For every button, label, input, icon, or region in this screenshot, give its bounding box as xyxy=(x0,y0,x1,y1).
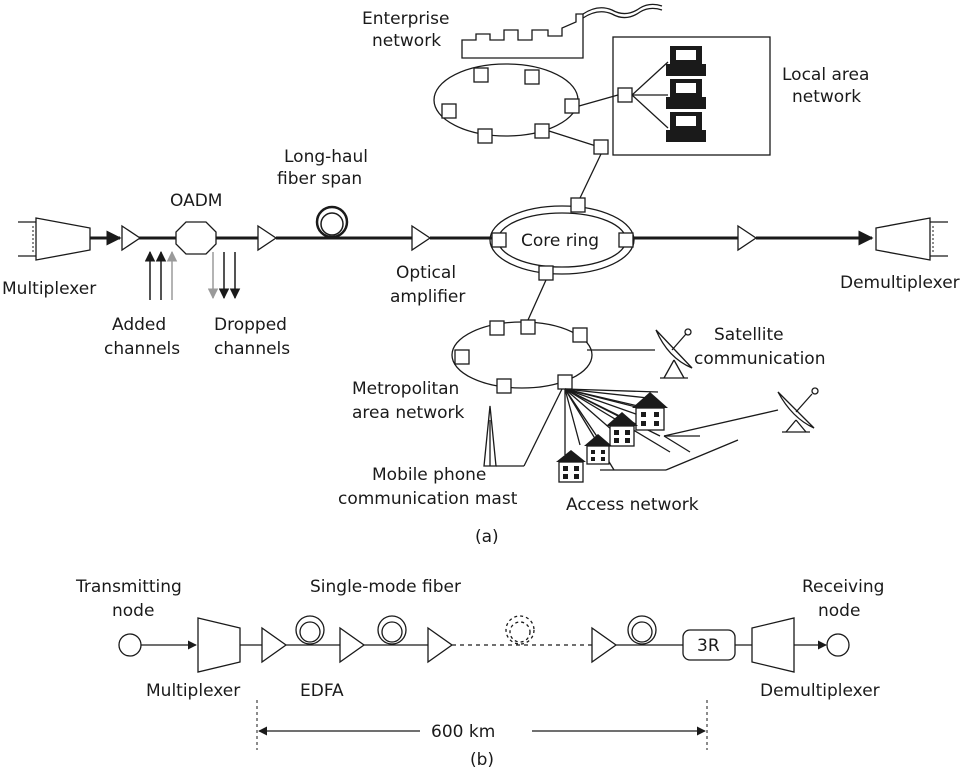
house-icon xyxy=(632,392,668,431)
single-mode-fiber-label: Single-mode fiber xyxy=(310,577,461,597)
caption-a: (a) xyxy=(475,527,499,547)
fiber-coil-icon xyxy=(315,205,349,239)
enterprise-node xyxy=(524,69,540,85)
house-icon xyxy=(556,450,586,483)
metro-node xyxy=(496,378,512,394)
computer-icon xyxy=(666,79,706,109)
fiber-coil-icon xyxy=(627,615,657,645)
core-ring-node xyxy=(491,232,507,248)
edfa-label: EDFA xyxy=(300,681,344,701)
enterprise-node xyxy=(477,128,493,144)
transmitting-node-circle xyxy=(118,633,142,657)
enterprise-node xyxy=(441,103,457,119)
multiplexer-b-label: Multiplexer xyxy=(146,681,240,701)
metro-node xyxy=(572,327,588,343)
fiber-coil-icon xyxy=(377,615,407,645)
caption-b: (b) xyxy=(470,750,494,770)
oadm-icon xyxy=(175,221,217,255)
amplifier-icon xyxy=(257,224,278,252)
demultiplexer-b-icon xyxy=(751,617,795,673)
metro-node xyxy=(557,374,573,390)
metro-node xyxy=(489,320,505,336)
edfa-amplifier-icon xyxy=(339,626,366,664)
receiving-node-circle xyxy=(826,633,850,657)
fiber-coil-icon xyxy=(295,615,325,645)
demultiplexer-label: Demultiplexer xyxy=(840,273,960,293)
distance-label: 600 km xyxy=(431,722,495,742)
mobile-mast-icon xyxy=(483,388,563,467)
core-ring-node xyxy=(538,265,554,281)
enterprise-node xyxy=(534,123,550,139)
demultiplexer-b-label: Demultiplexer xyxy=(760,681,880,701)
amplifier-icon xyxy=(121,224,142,252)
edfa-amplifier-icon xyxy=(591,626,618,664)
core-ring-label: Core ring xyxy=(521,231,599,251)
multiplexer-label: Multiplexer xyxy=(2,279,96,299)
satellite-dish-icon xyxy=(655,328,693,379)
metro-node xyxy=(454,349,470,365)
edfa-amplifier-icon xyxy=(427,626,454,664)
multiplexer-icon xyxy=(18,217,91,261)
satellite-dish-icon xyxy=(777,387,819,433)
enterprise-gateway-node xyxy=(593,139,609,155)
optical-amplifier-icon xyxy=(411,224,432,252)
amplifier-icon xyxy=(737,224,758,252)
enterprise-node xyxy=(564,98,580,114)
house-icon xyxy=(606,412,638,447)
demultiplexer-icon xyxy=(875,217,948,261)
enterprise-ring xyxy=(433,63,579,137)
multiplexer-b-icon xyxy=(197,617,241,673)
house-icon xyxy=(584,434,612,465)
enterprise-node xyxy=(473,67,489,83)
enterprise-factory-icon xyxy=(461,3,663,59)
computer-icon xyxy=(666,112,706,142)
core-ring-node xyxy=(618,232,634,248)
computer-icon xyxy=(666,46,706,76)
regenerator-3r-label: 3R xyxy=(697,636,720,656)
oadm-label: OADM xyxy=(170,191,222,211)
core-ring-node xyxy=(570,197,586,213)
core-ring-outer xyxy=(489,205,635,275)
access-network-label: Access network xyxy=(566,495,699,515)
edfa-amplifier-icon xyxy=(261,626,288,664)
metro-node xyxy=(520,319,536,335)
lan-hub-node xyxy=(617,87,633,103)
fiber-coil-dashed-icon xyxy=(505,615,535,645)
